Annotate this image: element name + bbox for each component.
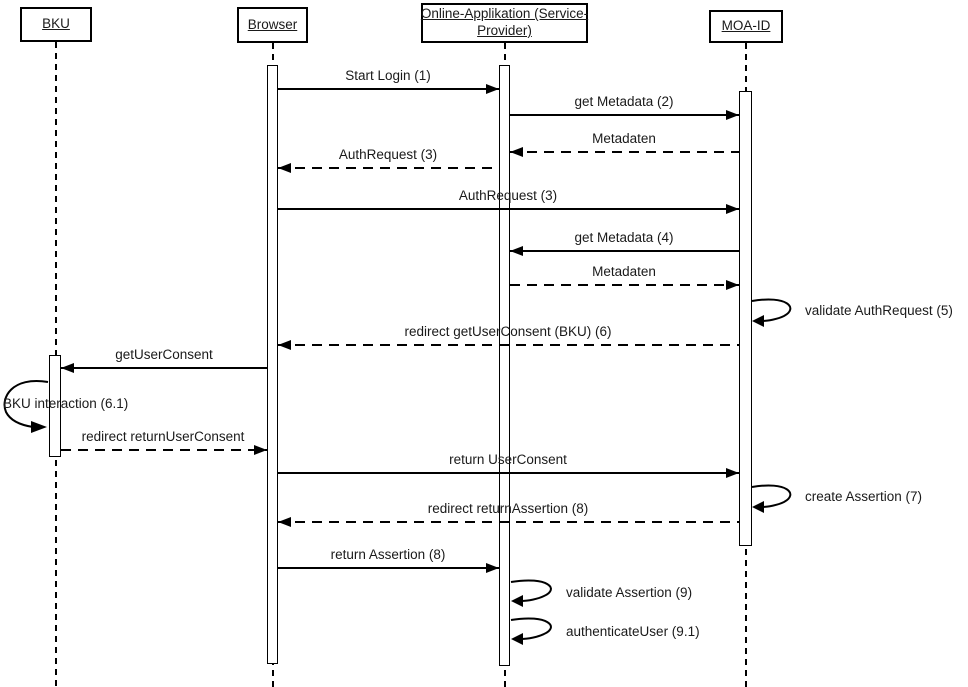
message-line-return-assertion <box>278 567 499 569</box>
self-loop-validate-assertion <box>510 579 552 607</box>
actor-label-moa-id: MOA-ID <box>721 18 771 34</box>
message-label-redirect-getuserconsent: redirect getUserConsent (BKU) (6) <box>404 324 612 339</box>
message-line-get-metadata-4 <box>510 250 739 252</box>
arrowhead-right-icon <box>254 445 267 455</box>
activation-bar-browser <box>267 65 278 664</box>
message-line-metadaten-1 <box>510 151 739 153</box>
actor-head-online-applikation: Online-Applikation (Service- Provider) <box>421 3 588 43</box>
message-label-redirect-returnassertion: redirect returnAssertion (8) <box>427 501 589 516</box>
actor-head-browser: Browser <box>237 7 308 43</box>
arrowhead-left-icon <box>510 246 523 256</box>
message-line-redirect-getuserconsent <box>278 344 739 346</box>
message-label-create-assertion: create Assertion (7) <box>805 489 923 504</box>
message-label-validate-assertion: validate Assertion (9) <box>566 585 693 600</box>
message-line-getuserconsent <box>61 367 267 369</box>
activation-bar-moa-id <box>739 91 752 546</box>
arrowhead-right-icon <box>486 84 499 94</box>
message-label-authrequest-dashed: AuthRequest (3) <box>338 147 438 162</box>
arrowhead-left-icon <box>61 363 74 373</box>
message-label-redirect-returnuserconsent: redirect returnUserConsent <box>81 429 245 444</box>
message-line-authrequest-solid <box>278 208 739 210</box>
message-label-return-assertion: return Assertion (8) <box>330 547 446 562</box>
message-label-get-metadata-2: get Metadata (2) <box>574 94 674 109</box>
arrowhead-left-icon <box>278 517 291 527</box>
activation-bar-online-applikation <box>499 65 510 666</box>
arrowhead-left-icon <box>510 147 523 157</box>
arrowhead-right-icon <box>726 468 739 478</box>
message-label-start-login: Start Login (1) <box>345 68 431 83</box>
arrowhead-left-icon <box>278 340 291 350</box>
message-line-get-metadata-2 <box>510 114 739 116</box>
message-label-getuserconsent: getUserConsent <box>115 347 213 362</box>
message-label-metadaten-1: Metadaten <box>592 131 656 146</box>
actor-head-bku: BKU <box>20 7 92 42</box>
arrowhead-right-icon <box>486 563 499 573</box>
message-line-redirect-returnassertion <box>278 521 739 523</box>
message-label-authrequest-solid: AuthRequest (3) <box>458 188 558 203</box>
message-label-bku-interaction: BKU interaction (6.1) <box>3 396 129 411</box>
self-loop-create-assertion <box>751 484 792 513</box>
arrowhead-right-icon <box>726 280 739 290</box>
actor-head-moa-id: MOA-ID <box>709 10 783 43</box>
message-line-redirect-returnuserconsent <box>61 449 267 451</box>
arrowhead-right-icon <box>726 110 739 120</box>
actor-label-online-applikation-line2: Provider) <box>477 23 532 38</box>
actor-label-browser: Browser <box>247 16 298 32</box>
message-label-metadaten-2: Metadaten <box>592 264 656 279</box>
message-line-authrequest-dashed <box>278 167 499 169</box>
self-loop-authenticateuser <box>510 617 552 645</box>
self-loop-validate-authrequest <box>751 298 792 327</box>
message-label-authenticateuser: authenticateUser (9.1) <box>566 624 700 639</box>
message-label-get-metadata-4: get Metadata (4) <box>574 230 674 245</box>
message-label-return-userconsent: return UserConsent <box>449 452 567 467</box>
actor-label-bku: BKU <box>42 16 70 32</box>
actor-label-online-applikation-line1: Online-Applikation (Service- <box>420 6 589 22</box>
arrowhead-right-icon <box>726 204 739 214</box>
arrowhead-left-icon <box>278 163 291 173</box>
message-label-validate-authrequest: validate AuthRequest (5) <box>805 303 953 318</box>
message-line-return-userconsent <box>278 472 739 474</box>
message-line-start-login <box>278 88 499 90</box>
activation-bar-bku <box>49 355 61 457</box>
message-line-metadaten-2 <box>510 284 739 286</box>
self-loop-bku-interaction <box>3 379 49 433</box>
